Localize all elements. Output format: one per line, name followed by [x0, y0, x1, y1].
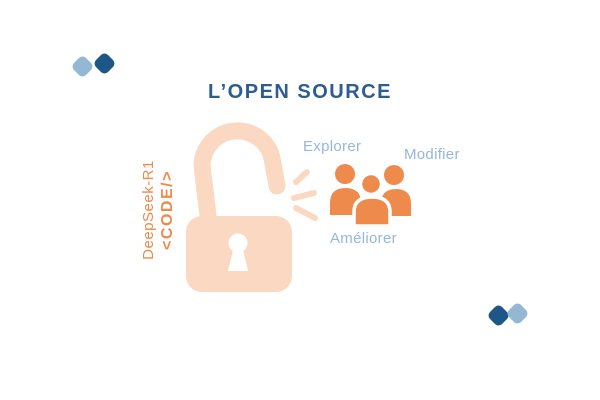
open-padlock-icon	[186, 122, 318, 292]
model-name-label: DeepSeek-R1	[139, 160, 157, 260]
lock-side-label: DeepSeek-R1 <CODE/>	[135, 150, 181, 270]
label-modifier: Modifier	[404, 146, 460, 163]
code-tag-label: <CODE/>	[158, 170, 176, 250]
label-ameliorer: Améliorer	[330, 230, 397, 247]
burst-icon	[291, 169, 318, 221]
people-group-icon	[330, 164, 411, 228]
label-explorer: Explorer	[303, 138, 362, 155]
page-title: L’OPEN SOURCE	[208, 81, 392, 103]
keyhole-icon	[228, 233, 248, 271]
